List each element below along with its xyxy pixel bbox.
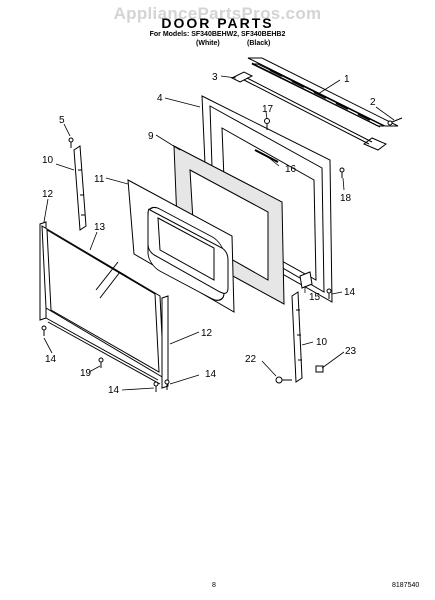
callout-14-corner: 14 <box>205 369 217 380</box>
finish-white: (White) <box>196 40 220 47</box>
part-10-left-bracket <box>73 145 87 231</box>
callout-labels: 1 2 3 4 5 9 10 10 11 12 12 13 14 14 14 1… <box>42 72 376 396</box>
callout-14-left: 14 <box>45 354 57 365</box>
callout-23: 23 <box>345 346 357 357</box>
part-2-screw <box>387 117 403 126</box>
callout-4: 4 <box>157 93 163 104</box>
callout-16: 16 <box>285 164 297 175</box>
part-12-right-trim <box>161 295 169 389</box>
callout-9: 9 <box>148 131 154 142</box>
callout-2: 2 <box>370 97 376 108</box>
callout-15: 15 <box>309 292 321 303</box>
callout-10-left: 10 <box>42 155 54 166</box>
part-5-screw <box>68 137 74 148</box>
callout-22: 22 <box>245 354 257 365</box>
callout-14-right-receptacle: 14 <box>344 287 356 298</box>
document-number: 8187540 <box>392 582 420 589</box>
callout-1: 1 <box>344 74 350 85</box>
part-1-vent-trim <box>230 57 399 151</box>
callout-10-right: 10 <box>316 337 328 348</box>
callout-11: 11 <box>94 174 105 185</box>
callout-17: 17 <box>262 104 274 115</box>
part-18-screw <box>339 167 345 178</box>
callout-3: 3 <box>212 72 218 83</box>
part-11-window-pack <box>127 179 235 313</box>
page-number: 8 <box>212 582 216 589</box>
part-22-screw <box>275 376 292 384</box>
part-19-bottom-trim <box>45 317 161 385</box>
finish-black: (Black) <box>247 40 271 47</box>
callout-12-right: 12 <box>201 328 213 339</box>
part-3-trim-strip <box>243 77 373 145</box>
callout-14-bottom: 14 <box>108 385 120 396</box>
part-23-clip <box>315 365 324 373</box>
callout-12-left: 12 <box>42 189 54 200</box>
callout-18: 18 <box>340 193 352 204</box>
leader-lines <box>43 75 395 391</box>
callout-5: 5 <box>59 115 65 126</box>
model-list: For Models: SF340BEHW2, SF340BEHB2 <box>149 31 286 38</box>
watermark-text: AppliancePartsPros.com <box>113 4 322 23</box>
part-15-hinge-receptacle <box>299 271 313 289</box>
part-14-screws <box>41 288 332 392</box>
callout-13: 13 <box>94 222 106 233</box>
page-title: DOOR PARTS <box>161 15 274 31</box>
callout-19: 19 <box>80 368 92 379</box>
part-16-latch <box>254 149 279 163</box>
part-10-right-bracket <box>291 291 303 383</box>
